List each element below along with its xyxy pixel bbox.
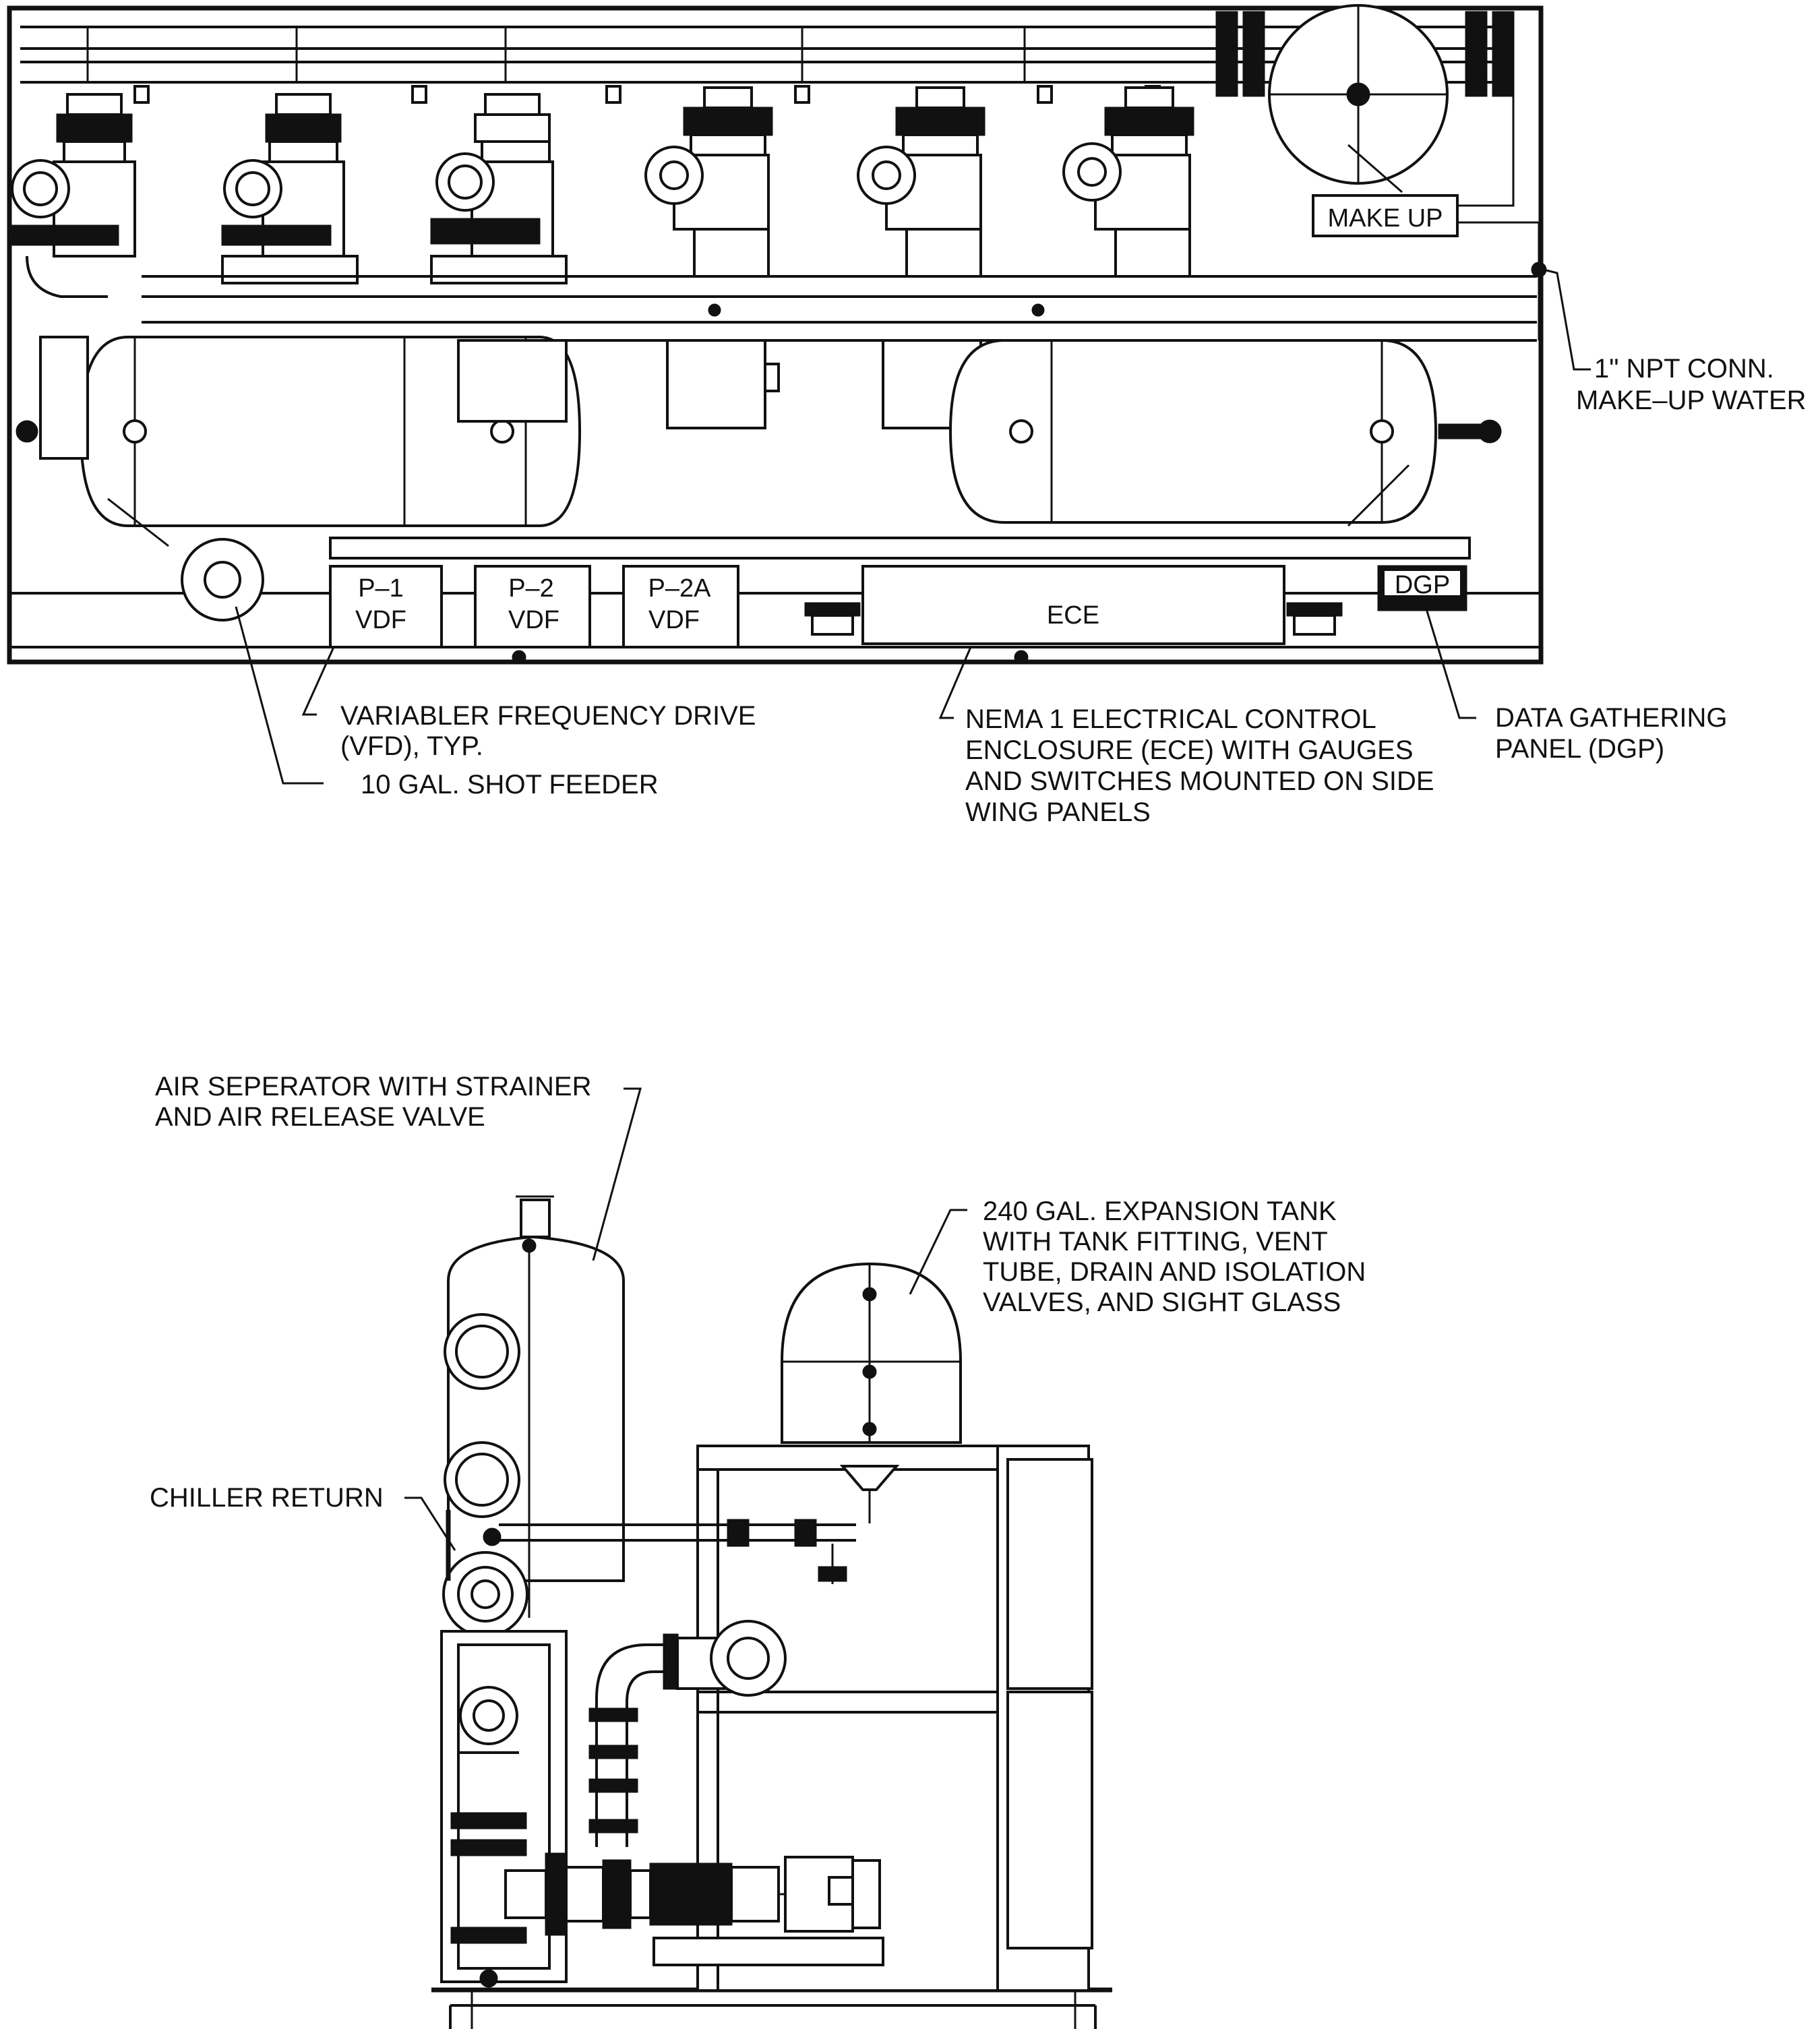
plan-view: MAKE UP	[7, 4, 1547, 665]
vfd-callout-line2: (VFD), TYP.	[340, 731, 483, 761]
dgp-panel: DGP	[1377, 565, 1467, 611]
pump-group-4	[644, 86, 773, 278]
horizontal-pump-motor	[504, 1852, 884, 1966]
npt-callout-line2: MAKE–UP WATER	[1576, 386, 1807, 415]
base-skid	[431, 1987, 1112, 2029]
expansion-tank-callout-line2: WITH TANK FITTING, VENT	[983, 1227, 1328, 1256]
chiller-return-piping	[442, 1510, 856, 1637]
pump-group-5	[857, 86, 985, 278]
plan-leader-lines	[235, 268, 1591, 785]
vfd-box-2: P–2 VDF	[474, 565, 591, 648]
shot-feeder-callout: 10 GAL. SHOT FEEDER	[361, 770, 659, 799]
nema-callout-line1: NEMA 1 ELECTRICAL CONTROL	[965, 704, 1376, 734]
vfd-box-1: P–1 VDF	[329, 565, 443, 648]
elevation-callouts: AIR SEPERATOR WITH STRAINER AND AIR RELE…	[150, 1072, 1366, 1513]
ece-enclosure: ECE	[804, 565, 1343, 645]
vfd-callout-line1: VARIABLER FREQUENCY DRIVE	[340, 701, 756, 731]
nema-callout-line4: WING PANELS	[965, 797, 1151, 827]
vfd-2-line2: VDF	[508, 606, 559, 634]
dgp-callout-line2: PANEL (DGP)	[1495, 734, 1664, 764]
pump-group-6	[1062, 86, 1194, 278]
make-up-label: MAKE UP	[1327, 204, 1443, 233]
air-separator	[444, 1195, 625, 1618]
vfd-1-line2: VDF	[355, 606, 406, 634]
vfd-3-line1: P–2A	[648, 574, 712, 603]
control-panel-rail	[329, 537, 1471, 559]
nema-callout-line3: AND SWITCHES MOUNTED ON SIDE	[965, 766, 1434, 796]
pump-group-3	[430, 93, 568, 284]
elevation-leader-lines	[404, 1087, 967, 1551]
expansion-tank	[781, 1262, 962, 1523]
vfd-3-line2: VDF	[648, 606, 700, 634]
make-up-tank	[1268, 4, 1449, 193]
vfd-box-3: P–2A VDF	[622, 565, 739, 648]
vfd-2-line1: P–2	[508, 574, 554, 603]
pump-group-2	[221, 93, 359, 284]
dgp-label: DGP	[1395, 571, 1450, 599]
pump-elbow-piping	[588, 1620, 787, 1847]
shot-feeder	[181, 538, 264, 622]
expansion-tank-callout-line3: TUBE, DRAIN AND ISOLATION	[983, 1257, 1366, 1287]
left-horizontal-tank	[16, 336, 582, 547]
pump-group-1	[9, 93, 136, 298]
npt-callout-line1: 1" NPT CONN.	[1594, 354, 1774, 384]
plan-callouts: 1" NPT CONN. MAKE–UP WATER VARIABLER FRE…	[340, 354, 1807, 827]
dgp-callout-line1: DATA GATHERING	[1495, 703, 1727, 733]
air-separator-callout-line2: AND AIR RELEASE VALVE	[155, 1102, 485, 1132]
ece-label: ECE	[1047, 601, 1099, 630]
skid-frame	[7, 5, 1544, 665]
elevation-view	[431, 1195, 1112, 2029]
nema-callout-line2: ENCLOSURE (ECE) WITH GAUGES	[965, 735, 1414, 765]
air-separator-callout-line1: AIR SEPERATOR WITH STRAINER	[155, 1072, 591, 1101]
vertical-pump-column	[440, 1630, 568, 1988]
header-flanges	[1215, 11, 1515, 97]
vfd-1-line1: P–1	[358, 574, 404, 603]
expansion-tank-callout-line1: 240 GAL. EXPANSION TANK	[983, 1197, 1337, 1226]
right-horizontal-tank	[948, 339, 1502, 527]
expansion-tank-callout-line4: VALVES, AND SIGHT GLASS	[983, 1288, 1341, 1317]
chiller-return-callout: CHILLER RETURN	[150, 1483, 384, 1513]
make-up-label-box: MAKE UP	[1312, 194, 1459, 237]
